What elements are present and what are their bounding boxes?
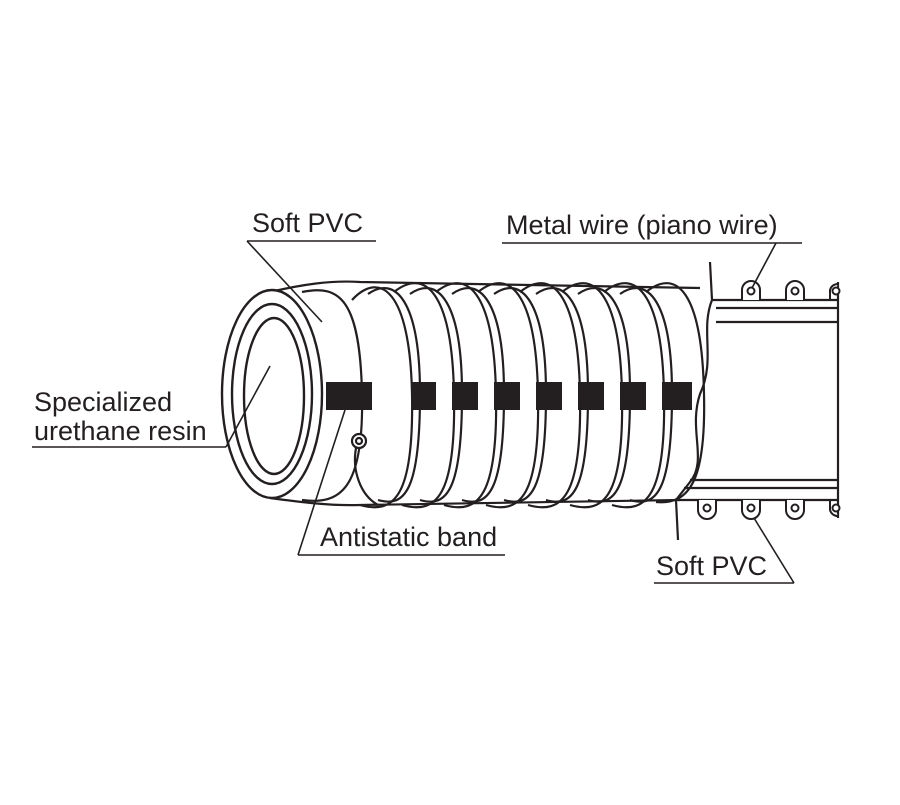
band-segment-8	[662, 382, 692, 410]
leader-metal-wire	[751, 242, 777, 289]
wire-end-tail	[353, 447, 379, 506]
band-segment-6	[578, 382, 604, 410]
leader-lines	[32, 240, 802, 584]
hose-body	[269, 280, 701, 507]
coil-7	[603, 282, 666, 509]
antistatic-band	[326, 382, 692, 410]
coil-3-inner	[451, 287, 506, 503]
wire-bottom-3-core	[790, 503, 800, 513]
wire-top-1-core	[746, 286, 756, 296]
label-antistatic-band: Antistatic band	[320, 522, 497, 552]
hose-front-end	[220, 288, 324, 500]
wire-end-cap-inner	[354, 436, 364, 446]
leader-antistatic	[297, 409, 346, 556]
coil-2	[393, 282, 456, 509]
wire-end	[350, 432, 379, 506]
inner-bore	[242, 316, 306, 476]
hose-bottom-outline	[269, 496, 681, 507]
band-segment-2	[412, 382, 436, 410]
band-segment-1	[326, 382, 372, 410]
band-segment-3	[452, 382, 478, 410]
leader-soft-pvc-top	[246, 240, 323, 323]
label-resin-line2: urethane resin	[34, 416, 207, 446]
coil-7-inner	[619, 287, 674, 503]
band-segment-4	[494, 382, 520, 410]
band-segment-7	[620, 382, 646, 410]
label-resin-line1: Specialized	[34, 387, 172, 417]
wire-bottom-2-core	[746, 503, 756, 513]
wire-bottom-1-core	[702, 503, 712, 513]
coil-2-inner	[409, 287, 464, 503]
leader-resin	[225, 365, 271, 448]
coil-8	[645, 282, 706, 504]
hose-top-outline	[269, 280, 701, 294]
coil-6-inner	[577, 287, 632, 503]
wire-top-2-core	[790, 286, 800, 296]
band-segment-5	[536, 382, 562, 410]
label-metal-wire: Metal wire (piano wire)	[506, 210, 778, 240]
label-soft-pvc-bottom: Soft PVC	[656, 551, 767, 581]
coil-1	[351, 286, 414, 509]
coil-5	[519, 282, 582, 509]
label-soft-pvc-top: Soft PVC	[252, 208, 363, 238]
wire-bottom-4-core	[831, 503, 841, 513]
cutaway-wall	[678, 282, 840, 518]
coil-1-inner	[367, 287, 422, 503]
helix-coils	[351, 282, 706, 509]
cut-edge	[674, 261, 714, 541]
coil-4	[477, 282, 540, 509]
leader-soft-pvc-bottom	[753, 517, 795, 584]
coil-4-inner	[493, 287, 548, 503]
wire-sections-top	[741, 280, 841, 300]
coil-3	[435, 282, 498, 509]
labels: Soft PVC Metal wire (piano wire) Special…	[34, 208, 778, 581]
wire-top-3-core	[831, 286, 841, 296]
coil-5-inner	[535, 287, 590, 503]
wire-sections-bottom	[697, 500, 841, 520]
coil-6	[561, 282, 624, 509]
